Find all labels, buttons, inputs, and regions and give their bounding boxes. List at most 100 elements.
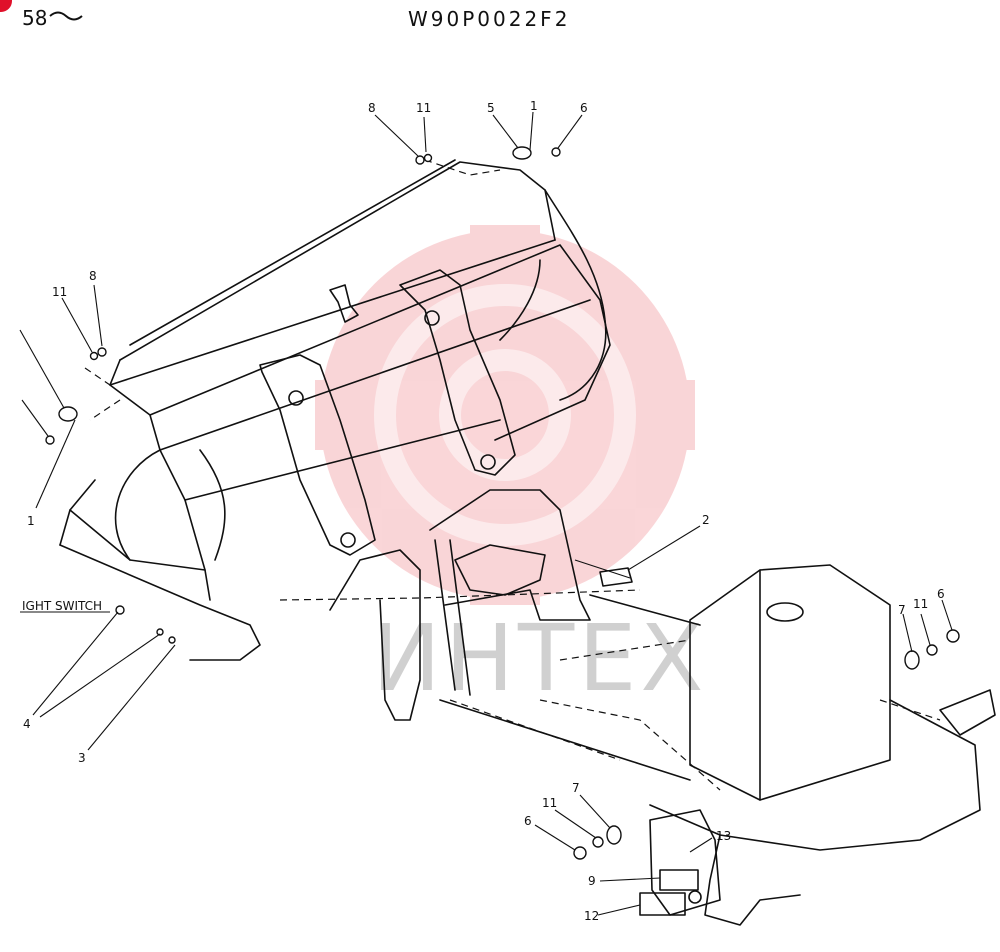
leader-2b [574,559,631,579]
leader-3 [87,644,176,751]
bucket-bracket-left [259,354,376,556]
callout-8-top: 8 [368,101,376,115]
bucket-back-top [129,159,456,346]
plate-2 [599,567,633,587]
page-tilde [49,11,83,21]
bucket-lip [329,284,359,323]
bucket-bottom [184,419,501,501]
nut-11-right [926,644,938,656]
bucket-inner-curve [199,449,226,561]
nut-11-left [89,351,99,361]
leader-13 [689,837,713,853]
bucket-cutting-edge [59,544,261,661]
rear-frame-lower [704,834,801,926]
leader-4b [39,633,161,718]
leader-6-top [557,114,583,149]
boom-plate [454,544,546,596]
gasket-7-right [904,650,920,670]
rear-bumper [939,689,996,736]
leader-11-right [920,613,931,646]
callout-11-right: 11 [913,597,928,611]
boom-arm-inner-2 [449,539,471,696]
phantom-rear [559,639,691,661]
bucket-lower-face [159,299,591,451]
light-unit-12 [639,892,686,916]
leader-2 [627,525,701,571]
leader-bolt-left [21,399,49,437]
callout-11-top: 11 [416,101,431,115]
leader-5-top [492,114,519,149]
leader-12 [597,904,641,916]
page-number: 58 [22,6,48,30]
frame-top-line [589,594,701,626]
light-switch-label: IGHT SWITCH [22,599,102,613]
light-round [688,890,702,904]
leader-8-top [374,114,419,157]
leader-9 [599,877,661,882]
callout-8-left: 8 [89,269,97,283]
nut-11-low [592,836,604,848]
callout-4: 4 [23,717,31,731]
bracket-pin-right-bottom [480,454,496,470]
boom-arm-inner [434,539,456,691]
rear-frame [649,699,981,851]
callout-11-low: 11 [542,796,557,810]
bucket-upper-band [109,239,556,386]
watermark-logo-inner [374,284,636,546]
light-unit-9 [659,869,699,891]
watermark-text: ИНТЕХ [372,605,707,712]
bucket-bracket-right [399,269,516,476]
phantom-tail [449,699,621,761]
switch-part-a [156,628,164,636]
phantom-bucket-top [424,159,501,176]
leader-6-low [534,824,576,851]
bucket-inner-curve-2 [499,259,541,341]
callout-6-right: 6 [937,587,945,601]
bracket-pin-right-top [424,310,440,326]
bolt-6-top [551,147,561,157]
callout-9: 9 [588,874,596,888]
lamp-5-top [512,146,532,160]
bucket-right-curve [544,189,607,401]
rear-light-panel [649,809,721,916]
bracket-pin-left-top [288,390,304,406]
lamp-1-left [58,406,78,422]
leader-1-left [35,419,76,509]
phantom-left [84,367,111,386]
phantom-right [879,699,941,721]
bucket-cutting-edge-2 [69,509,131,561]
leader-7-low [579,794,611,829]
bracket-pin-left-bottom [340,532,356,548]
callout-13: 13 [716,829,731,843]
phantom-base [539,699,721,791]
boom-arm [429,489,591,621]
bucket-side-plate [59,479,96,546]
hood-cap [766,602,804,622]
bolt-left [45,435,55,445]
bucket-left-curve [114,449,206,571]
bolt-8-top [415,155,425,165]
leader-6-right [941,599,953,631]
callout-6-low: 6 [524,814,532,828]
leader-11-low [554,809,597,839]
callout-12: 12 [584,909,599,923]
nut-11-top [423,153,433,163]
leader-11-left [61,297,93,353]
bolt-6-low [573,846,587,860]
leader-8-left [93,284,103,347]
callout-1-top: 1 [530,99,538,113]
bolt-6-right [946,629,960,643]
callout-2: 2 [702,513,710,527]
bucket-top-edge [119,161,556,361]
callout-11-left: 11 [52,285,67,299]
phantom-left-2 [89,399,121,421]
leader-11-top [423,116,427,153]
engine-hood [689,564,891,801]
switch-part-b [168,636,176,644]
leader-lamp-left [19,329,65,409]
leader-7-right [902,613,913,653]
gasket-7-low [606,825,622,845]
callout-7-right: 7 [898,603,906,617]
drawing-code: W90P0022F2 [408,7,571,31]
